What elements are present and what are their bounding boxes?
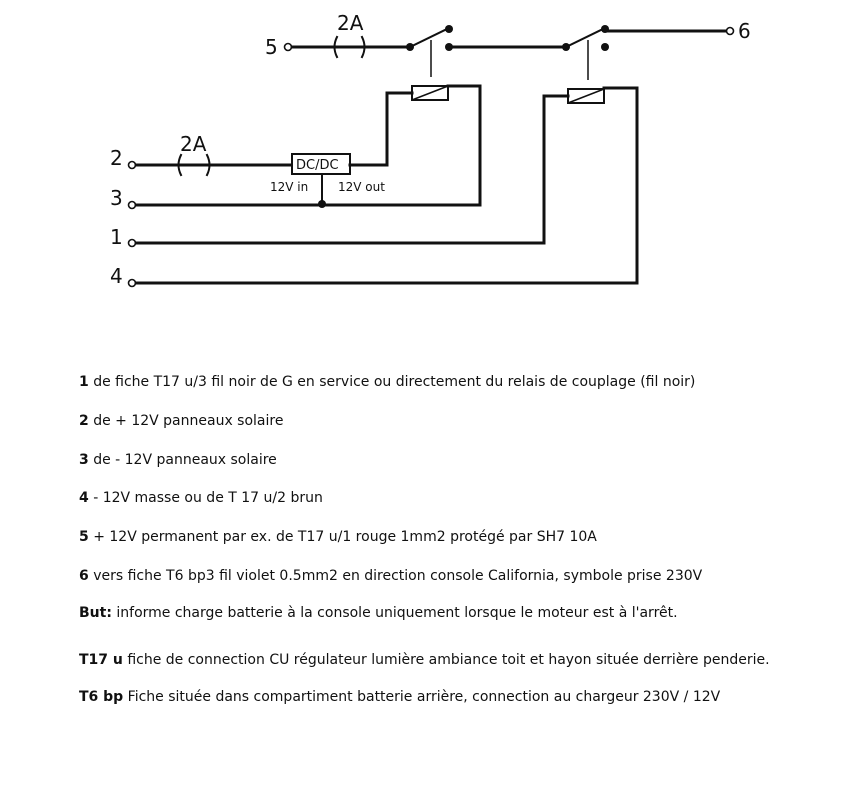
legend-key: 1: [79, 374, 89, 390]
legend-item-3: 3 de - 12V panneaux solaire: [79, 450, 277, 470]
line-2: 2 2A DC/DC 12V in 12V out: [110, 91, 389, 194]
relay-coil-2: [542, 86, 639, 104]
legend-text: fiche de connection CU régulateur lumièr…: [122, 652, 770, 668]
legend-item-goal: But: informe charge batterie à la consol…: [79, 603, 678, 623]
terminal-4-label: 4: [110, 264, 123, 288]
legend-key: 6: [79, 568, 89, 584]
fuse-top-label: 2A: [337, 11, 364, 35]
line-1: 1: [110, 94, 546, 249]
relay-switch-2: [562, 25, 609, 80]
legend-text: de + 12V panneaux solaire: [88, 413, 284, 429]
legend-key: 3: [79, 452, 89, 468]
dcdc-label: DC/DC: [296, 158, 339, 173]
terminal-4: [127, 278, 137, 288]
legend-text: de fiche T17 u/3 fil noir de G en servic…: [88, 374, 696, 390]
legend-text: - 12V masse ou de T 17 u/2 brun: [88, 490, 323, 506]
legend-text: vers fiche T6 bp3 fil violet 0.5mm2 en d…: [88, 568, 703, 584]
legend-key: 2: [79, 413, 89, 429]
dcdc-converter: DC/DC 12V in 12V out: [270, 153, 385, 194]
terminal-3-label: 3: [110, 186, 123, 210]
fuse-left-label: 2A: [180, 132, 207, 156]
line-3: 3: [110, 84, 482, 210]
legend-key: But:: [79, 605, 112, 621]
legend-item-2: 2 de + 12V panneaux solaire: [79, 411, 283, 431]
fuse-top: 2A: [330, 11, 369, 59]
legend-text: + 12V permanent par ex. de T17 u/1 rouge…: [88, 529, 597, 545]
legend-text: informe charge batterie à la console uni…: [111, 605, 678, 621]
legend-key: 5: [79, 529, 89, 545]
terminal-1: [127, 238, 137, 248]
legend-text: de - 12V panneaux solaire: [88, 452, 277, 468]
dcdc-in-label: 12V in: [270, 180, 308, 194]
terminal-5-label: 5: [265, 35, 278, 59]
relay-switch-1: [406, 25, 453, 77]
dcdc-out-label: 12V out: [338, 180, 385, 194]
relay-coil-1: [385, 84, 482, 101]
terminal-2: [127, 160, 137, 170]
terminal-6-label: 6: [738, 19, 751, 43]
terminal-6: [725, 26, 735, 36]
terminal-2-label: 2: [110, 146, 123, 170]
line-4: 4: [110, 86, 639, 288]
legend-item-t6bp: T6 bp Fiche située dans compartiment bat…: [79, 687, 720, 707]
legend-item-6: 6 vers fiche T6 bp3 fil violet 0.5mm2 en…: [79, 566, 702, 586]
legend-text: Fiche située dans compartiment batterie …: [123, 689, 721, 705]
fuse-left: 2A: [174, 132, 214, 177]
wiring-schematic: 5 2A 6: [110, 11, 751, 288]
line-5-to-6: 5 2A 6: [265, 11, 751, 80]
terminal-5: [283, 42, 293, 52]
terminal-1-label: 1: [110, 225, 123, 249]
legend-item-4: 4 - 12V masse ou de T 17 u/2 brun: [79, 488, 323, 508]
legend-key: T6 bp: [79, 689, 124, 705]
legend-item-t17u: T17 u fiche de connection CU régulateur …: [79, 650, 770, 670]
legend-key: T17 u: [79, 652, 123, 668]
legend-item-1: 1 de fiche T17 u/3 fil noir de G en serv…: [79, 372, 695, 392]
legend-item-5: 5 + 12V permanent par ex. de T17 u/1 rou…: [79, 527, 597, 547]
terminal-3: [127, 200, 137, 210]
legend-key: 4: [79, 490, 89, 506]
